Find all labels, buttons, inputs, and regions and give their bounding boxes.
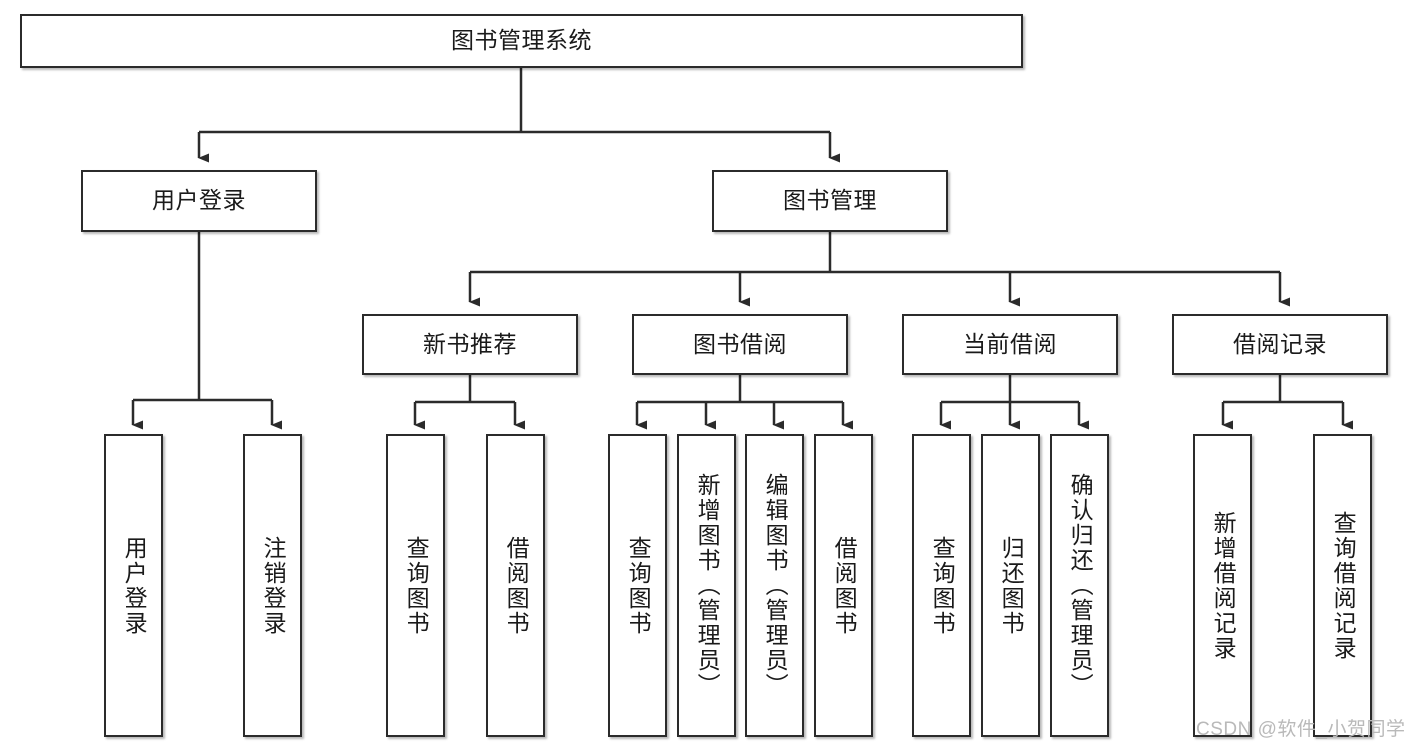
node-user-login-label: 用户登录	[152, 187, 246, 214]
node-leaf-query-book-1-label: 查询图书	[403, 535, 430, 636]
node-leaf-query-book-2-label: 查询图书	[625, 535, 652, 636]
node-leaf-add-record-label: 新增借阅记录	[1210, 510, 1237, 661]
node-leaf-confirm-return-label: 确认归还（管理员）	[1067, 473, 1094, 698]
node-leaf-return-book[interactable]: 归还图书	[981, 434, 1040, 737]
node-leaf-borrow-book-2[interactable]: 借阅图书	[814, 434, 873, 737]
node-borrow-record-label: 借阅记录	[1233, 330, 1327, 357]
node-leaf-return-book-label: 归还图书	[998, 535, 1025, 636]
node-new-book-recommend[interactable]: 新书推荐	[362, 314, 578, 375]
node-book-manage-label: 图书管理	[783, 187, 877, 214]
node-leaf-borrow-book-2-label: 借阅图书	[831, 535, 858, 636]
node-leaf-add-book[interactable]: 新增图书（管理员）	[677, 434, 736, 737]
node-leaf-user-logout-label: 注销登录	[260, 535, 287, 636]
node-root[interactable]: 图书管理系统	[20, 14, 1023, 68]
node-leaf-user-login-label: 用户登录	[121, 535, 148, 636]
node-current-borrow-label: 当前借阅	[963, 330, 1057, 357]
node-leaf-add-book-label: 新增图书（管理员）	[694, 473, 721, 698]
node-leaf-query-record-label: 查询借阅记录	[1330, 510, 1357, 661]
node-new-book-recommend-label: 新书推荐	[423, 330, 517, 357]
node-leaf-query-record[interactable]: 查询借阅记录	[1313, 434, 1372, 737]
node-leaf-confirm-return[interactable]: 确认归还（管理员）	[1050, 434, 1109, 737]
node-leaf-borrow-book-1[interactable]: 借阅图书	[486, 434, 545, 737]
node-leaf-borrow-book-1-label: 借阅图书	[503, 535, 530, 636]
node-leaf-query-book-1[interactable]: 查询图书	[386, 434, 445, 737]
csdn-watermark: CSDN @软件_小贺同学	[1196, 719, 1405, 740]
node-root-label: 图书管理系统	[451, 27, 592, 54]
node-leaf-query-book-3[interactable]: 查询图书	[912, 434, 971, 737]
node-leaf-edit-book-label: 编辑图书（管理员）	[762, 473, 789, 698]
node-leaf-add-record[interactable]: 新增借阅记录	[1193, 434, 1252, 737]
node-book-borrow[interactable]: 图书借阅	[632, 314, 848, 375]
node-borrow-record[interactable]: 借阅记录	[1172, 314, 1388, 375]
node-book-manage[interactable]: 图书管理	[712, 170, 948, 232]
node-leaf-edit-book[interactable]: 编辑图书（管理员）	[745, 434, 804, 737]
node-book-borrow-label: 图书借阅	[693, 330, 787, 357]
node-leaf-query-book-3-label: 查询图书	[929, 535, 956, 636]
node-user-login[interactable]: 用户登录	[81, 170, 317, 232]
node-leaf-user-logout[interactable]: 注销登录	[243, 434, 302, 737]
node-leaf-query-book-2[interactable]: 查询图书	[608, 434, 667, 737]
node-leaf-user-login[interactable]: 用户登录	[104, 434, 163, 737]
node-current-borrow[interactable]: 当前借阅	[902, 314, 1118, 375]
